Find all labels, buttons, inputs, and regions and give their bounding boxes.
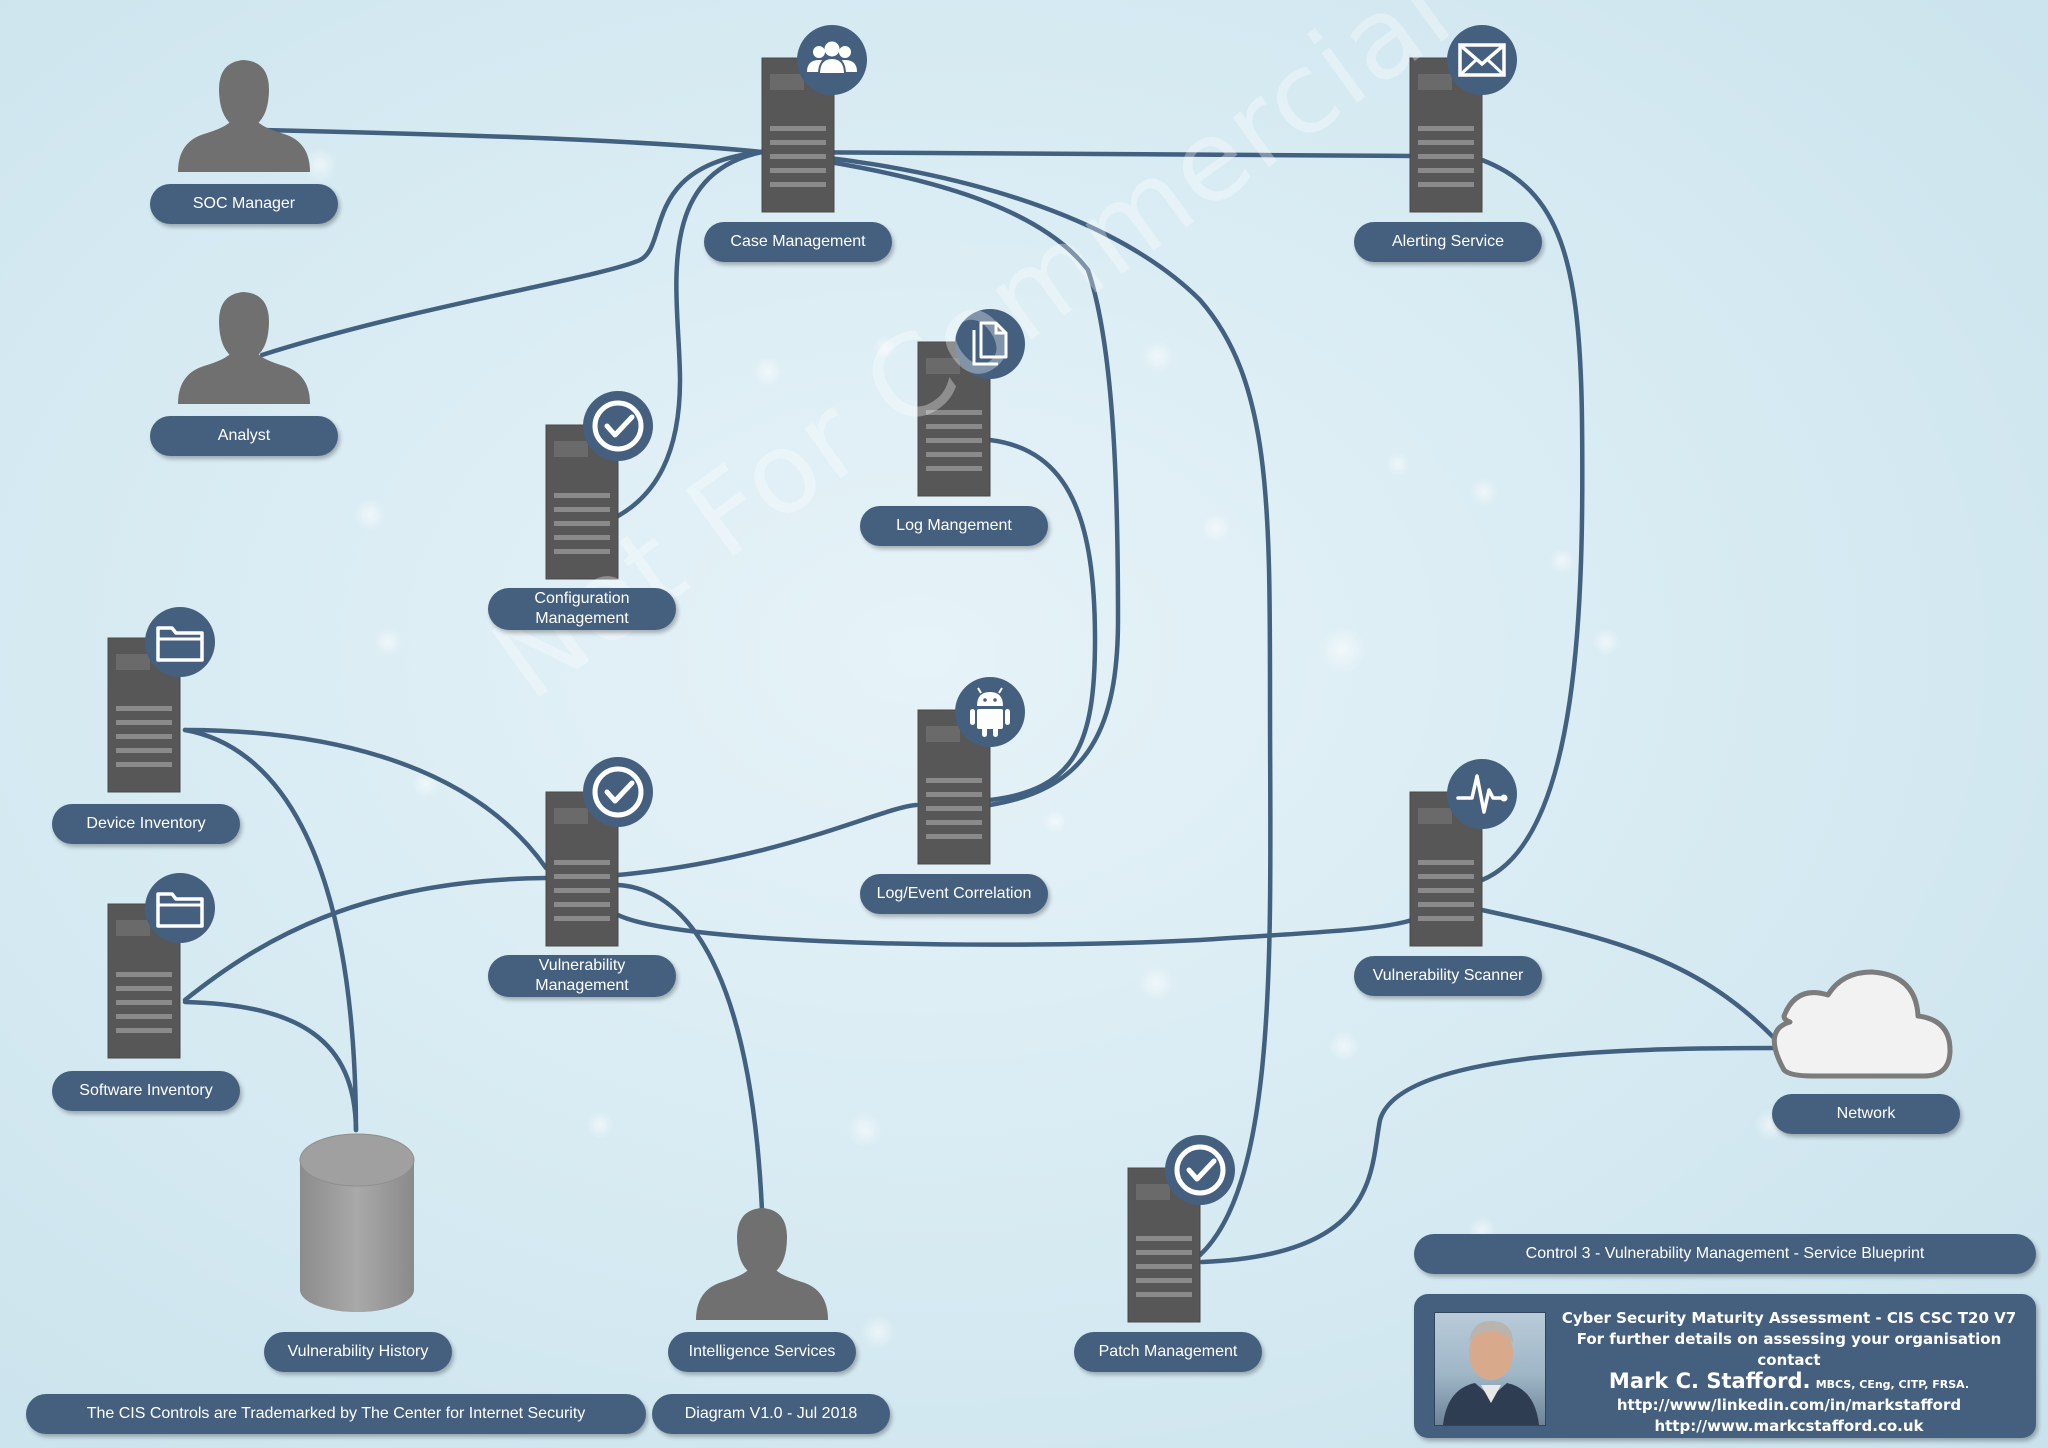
link-vulnerability-management-log-event-correlation bbox=[615, 802, 919, 878]
device-inventory-label: Device Inventory bbox=[52, 804, 240, 844]
link-alerting-service-vulnerability-scanner bbox=[1479, 157, 1585, 883]
link-vulnerability-scanner-network bbox=[1479, 907, 1783, 1047]
vulnerability-scanner-label: Vulnerability Scanner bbox=[1354, 956, 1542, 996]
users-icon bbox=[797, 25, 867, 95]
soc-manager-person-icon bbox=[178, 60, 310, 172]
author-photo bbox=[1434, 1312, 1546, 1426]
soc-manager-label: SOC Manager bbox=[150, 184, 338, 224]
folder-icon bbox=[143, 871, 217, 945]
folder-icon bbox=[143, 605, 217, 679]
analyst-label: Analyst bbox=[150, 416, 338, 456]
author-credentials: MBCS, CEng, CITP, FRSA. bbox=[1815, 1378, 1970, 1391]
intelligence-services-person-icon bbox=[696, 1208, 828, 1320]
android-icon bbox=[955, 677, 1025, 747]
intelligence-services-label: Intelligence Services bbox=[668, 1332, 856, 1372]
pulse-icon bbox=[1447, 759, 1517, 829]
link-log-management-log-event-correlation bbox=[987, 437, 1098, 803]
log-management-label: Log Mangement bbox=[860, 506, 1048, 546]
case-management-label: Case Management bbox=[704, 222, 892, 262]
check-circle-icon bbox=[583, 391, 653, 461]
link-analyst-case-management bbox=[259, 149, 765, 358]
connection-lines bbox=[182, 127, 1783, 1265]
patch-management-label: Patch Management bbox=[1074, 1332, 1262, 1372]
link-software-inventory-vulnerability-history bbox=[182, 999, 359, 1133]
envelope-icon bbox=[1447, 25, 1517, 95]
link-case-management-alerting-service bbox=[759, 149, 1415, 159]
link-case-management-log-event-correlation bbox=[759, 149, 1121, 808]
log-event-correlation-label: Log/Event Correlation bbox=[860, 874, 1048, 914]
link-patch-management-network bbox=[1199, 1045, 1783, 1265]
linkedin-link[interactable]: http://www/linkedin.com/in/markstafford bbox=[1616, 1396, 1962, 1414]
link-device-inventory-vulnerability-management bbox=[182, 727, 549, 871]
trademark-banner: The CIS Controls are Trademarked by The … bbox=[26, 1394, 646, 1434]
contact-prompt: For further details on assessing your or… bbox=[1576, 1330, 2002, 1369]
cloud-icon bbox=[1771, 969, 1953, 1079]
software-inventory-label: Software Inventory bbox=[52, 1071, 240, 1111]
link-soc-manager-case-management bbox=[259, 127, 765, 155]
contact-details: Cyber Security Maturity Assessment - CIS… bbox=[1554, 1308, 2024, 1437]
network-label: Network bbox=[1772, 1094, 1960, 1134]
author-line: Mark C. Stafford. MBCS, CEng, CITP, FRSA… bbox=[1554, 1371, 2024, 1395]
assessment-title: Cyber Security Maturity Assessment - CIS… bbox=[1561, 1309, 2017, 1327]
link-software-inventory-vulnerability-management bbox=[182, 875, 549, 1003]
version-banner: Diagram V1.0 - Jul 2018 bbox=[652, 1394, 890, 1434]
author-name: Mark C. Stafford. bbox=[1608, 1369, 1811, 1393]
check-circle-icon bbox=[583, 757, 653, 827]
link-device-inventory-vulnerability-history bbox=[182, 727, 359, 1133]
background-bokeh bbox=[302, 147, 1786, 1350]
link-case-management-configuration-management bbox=[615, 149, 765, 519]
check-circle-icon bbox=[1165, 1135, 1235, 1205]
alerting-service-label: Alerting Service bbox=[1354, 222, 1542, 262]
contact-card: Cyber Security Maturity Assessment - CIS… bbox=[1414, 1294, 2036, 1438]
database-icon bbox=[299, 1133, 415, 1312]
configuration-management-label: Configuration Management bbox=[488, 588, 676, 630]
blueprint-title-banner: Control 3 - Vulnerability Management - S… bbox=[1414, 1234, 2036, 1274]
documents-icon bbox=[955, 309, 1025, 379]
link-vulnerability-management-intelligence-services bbox=[615, 882, 765, 1213]
website-link[interactable]: http://www.markcstafford.co.uk bbox=[1654, 1417, 1924, 1435]
link-case-management-patch-management bbox=[759, 149, 1273, 1258]
vulnerability-management-label: Vulnerability Management bbox=[488, 955, 676, 997]
link-vulnerability-management-vulnerability-scanner bbox=[615, 912, 1415, 947]
vulnerability-history-label: Vulnerability History bbox=[264, 1332, 452, 1372]
